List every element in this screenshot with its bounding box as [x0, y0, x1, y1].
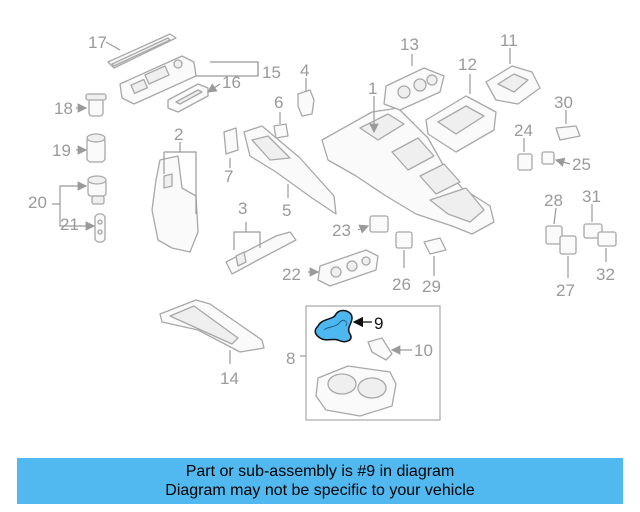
- part-27-switch: [559, 235, 577, 255]
- part-8-assembly-box: [305, 305, 441, 421]
- leader-23: [357, 224, 370, 234]
- callout-18: 18: [54, 99, 73, 118]
- callout-9: 9: [374, 314, 383, 333]
- callout-14: 14: [220, 369, 239, 388]
- part-24-switch: [517, 153, 533, 171]
- info-banner: Part or sub-assembly is #9 in diagram Di…: [17, 458, 623, 504]
- part-19-socket: [86, 133, 106, 163]
- callout-28: 28: [544, 191, 563, 210]
- callout-20: 20: [28, 193, 47, 212]
- part-9-cup-holder-insert-highlighted: [314, 309, 353, 343]
- callout-29: 29: [422, 277, 441, 296]
- callout-30: 30: [554, 93, 573, 112]
- part-2-console-side-panel: [151, 155, 199, 253]
- part-11-shift-boot: [485, 65, 541, 105]
- callout-27: 27: [556, 281, 575, 300]
- banner-line-1: Part or sub-assembly is #9 in diagram: [185, 463, 455, 480]
- part-13-control-bezel: [383, 67, 445, 111]
- part-26-switch: [395, 231, 413, 249]
- part-29-switch: [423, 237, 447, 255]
- part-18-clip: [85, 93, 107, 117]
- callout-10: 10: [414, 341, 433, 360]
- callout-12: 12: [458, 55, 477, 74]
- callout-8: 8: [286, 349, 295, 368]
- callout-31: 31: [582, 187, 601, 206]
- part-12-storage-tray: [425, 95, 497, 153]
- part-17-trim-strip: [107, 33, 177, 69]
- part-30-cap: [555, 125, 581, 141]
- callout-6: 6: [274, 93, 283, 112]
- part-23-switch: [369, 215, 389, 233]
- callout-11: 11: [500, 31, 518, 50]
- callout-17: 17: [88, 33, 107, 52]
- leader-28: [553, 207, 557, 225]
- callout-26: 26: [392, 275, 411, 294]
- callout-32: 32: [596, 265, 615, 284]
- callout-4: 4: [300, 61, 309, 80]
- callout-2: 2: [174, 125, 183, 144]
- part-8-cup-holder: [315, 365, 397, 417]
- part-5-side-trim: [243, 125, 337, 215]
- part-3-lower-bracket: [225, 231, 297, 275]
- leader-3: [233, 231, 261, 250]
- part-20-usb-port: [87, 175, 107, 205]
- callout-22: 22: [282, 265, 301, 284]
- callout-13: 13: [400, 35, 419, 54]
- part-10-insert: [367, 337, 393, 361]
- callout-25: 25: [572, 155, 591, 174]
- part-1-center-console: [321, 107, 495, 235]
- part-4-bracket: [297, 89, 315, 117]
- callout-15: 15: [262, 63, 281, 82]
- callout-19: 19: [52, 141, 71, 160]
- callout-labels: 1234567891011121314151617181920212223242…: [28, 31, 615, 388]
- callout-16: 16: [222, 73, 241, 92]
- leader-25: [554, 157, 571, 167]
- part-14-lower-trim: [159, 299, 265, 353]
- leader-20: [52, 181, 88, 205]
- callout-7: 7: [224, 167, 233, 186]
- part-16-bracket: [167, 83, 209, 113]
- part-28-switch: [545, 225, 563, 245]
- part-21-aux-jack: [94, 213, 106, 243]
- part-25-switch: [541, 151, 555, 165]
- leader-16: [207, 83, 221, 93]
- part-6-clip: [273, 123, 289, 139]
- callout-21: 21: [60, 215, 79, 234]
- callout-5: 5: [282, 201, 291, 220]
- leader-17: [105, 41, 121, 51]
- banner-line-2: Diagram may not be specific to your vehi…: [165, 482, 475, 499]
- callout-1: 1: [368, 79, 377, 98]
- part-7-clip: [223, 127, 239, 155]
- callout-23: 23: [332, 221, 351, 240]
- callout-24: 24: [514, 121, 533, 140]
- callout-3: 3: [238, 199, 247, 218]
- part-32-switch: [597, 231, 617, 247]
- part-22-climate-control: [317, 249, 379, 287]
